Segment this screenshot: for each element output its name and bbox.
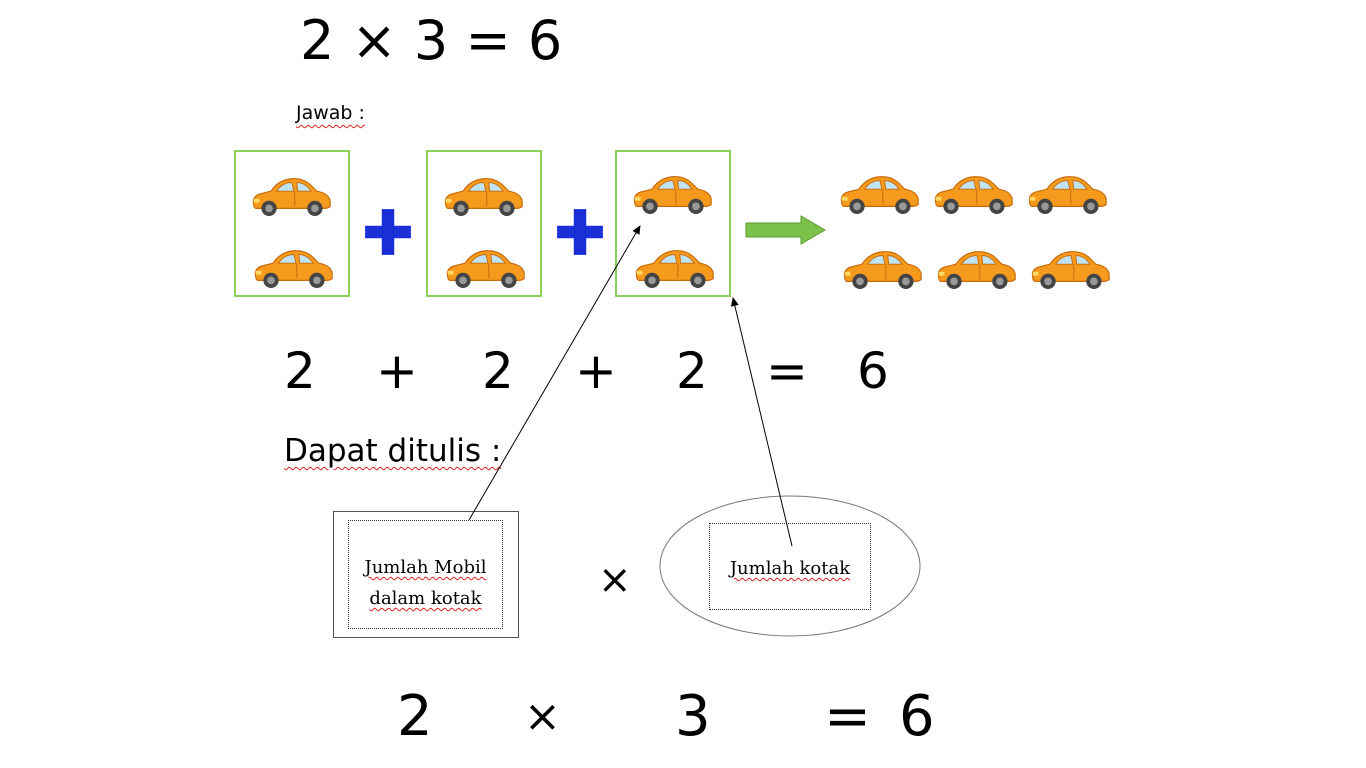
addition-term-2: 2 bbox=[482, 342, 514, 400]
note-ellipse-inner bbox=[709, 523, 871, 610]
car-box-3 bbox=[615, 150, 731, 297]
car-box-2 bbox=[426, 150, 542, 297]
addition-term-1: 2 bbox=[284, 342, 316, 400]
addition-plus-2: + bbox=[575, 342, 617, 400]
addition-term-3: 2 bbox=[676, 342, 708, 400]
bottom-eq-result: 6 bbox=[899, 684, 935, 749]
addition-result: 6 bbox=[857, 342, 889, 400]
bottom-eq-a: 2 bbox=[397, 684, 433, 749]
bottom-eq-op: × bbox=[524, 691, 561, 742]
note-ellipse bbox=[659, 495, 921, 637]
note-box-cars-per-box bbox=[333, 511, 519, 638]
right-arrow-icon bbox=[745, 215, 826, 245]
note-box-count-label: Jumlah kotak bbox=[729, 558, 851, 579]
note-box-inner bbox=[348, 520, 503, 629]
note-cars-line-2: dalam kotak bbox=[369, 588, 482, 609]
note-box-count-text: Jumlah kotak bbox=[709, 553, 871, 584]
top-equation: 2 × 3 = 6 bbox=[300, 9, 563, 72]
dapat-ditulis-label: Dapat ditulis : bbox=[284, 433, 502, 469]
bottom-eq-b: 3 bbox=[675, 684, 711, 749]
arrow-box-count bbox=[730, 297, 793, 547]
car-box-1 bbox=[234, 150, 350, 297]
note-cars-line-1: Jumlah Mobil bbox=[364, 557, 487, 578]
addition-equals: = bbox=[766, 342, 808, 400]
times-symbol: × bbox=[598, 557, 632, 603]
bottom-eq-equals: = bbox=[824, 684, 871, 749]
addition-plus-1: + bbox=[376, 342, 418, 400]
arrow-cars-per-box bbox=[468, 225, 641, 521]
note-cars-per-box-text: Jumlah Mobil dalam kotak bbox=[348, 552, 503, 614]
jawab-label: Jawab : bbox=[296, 102, 365, 124]
